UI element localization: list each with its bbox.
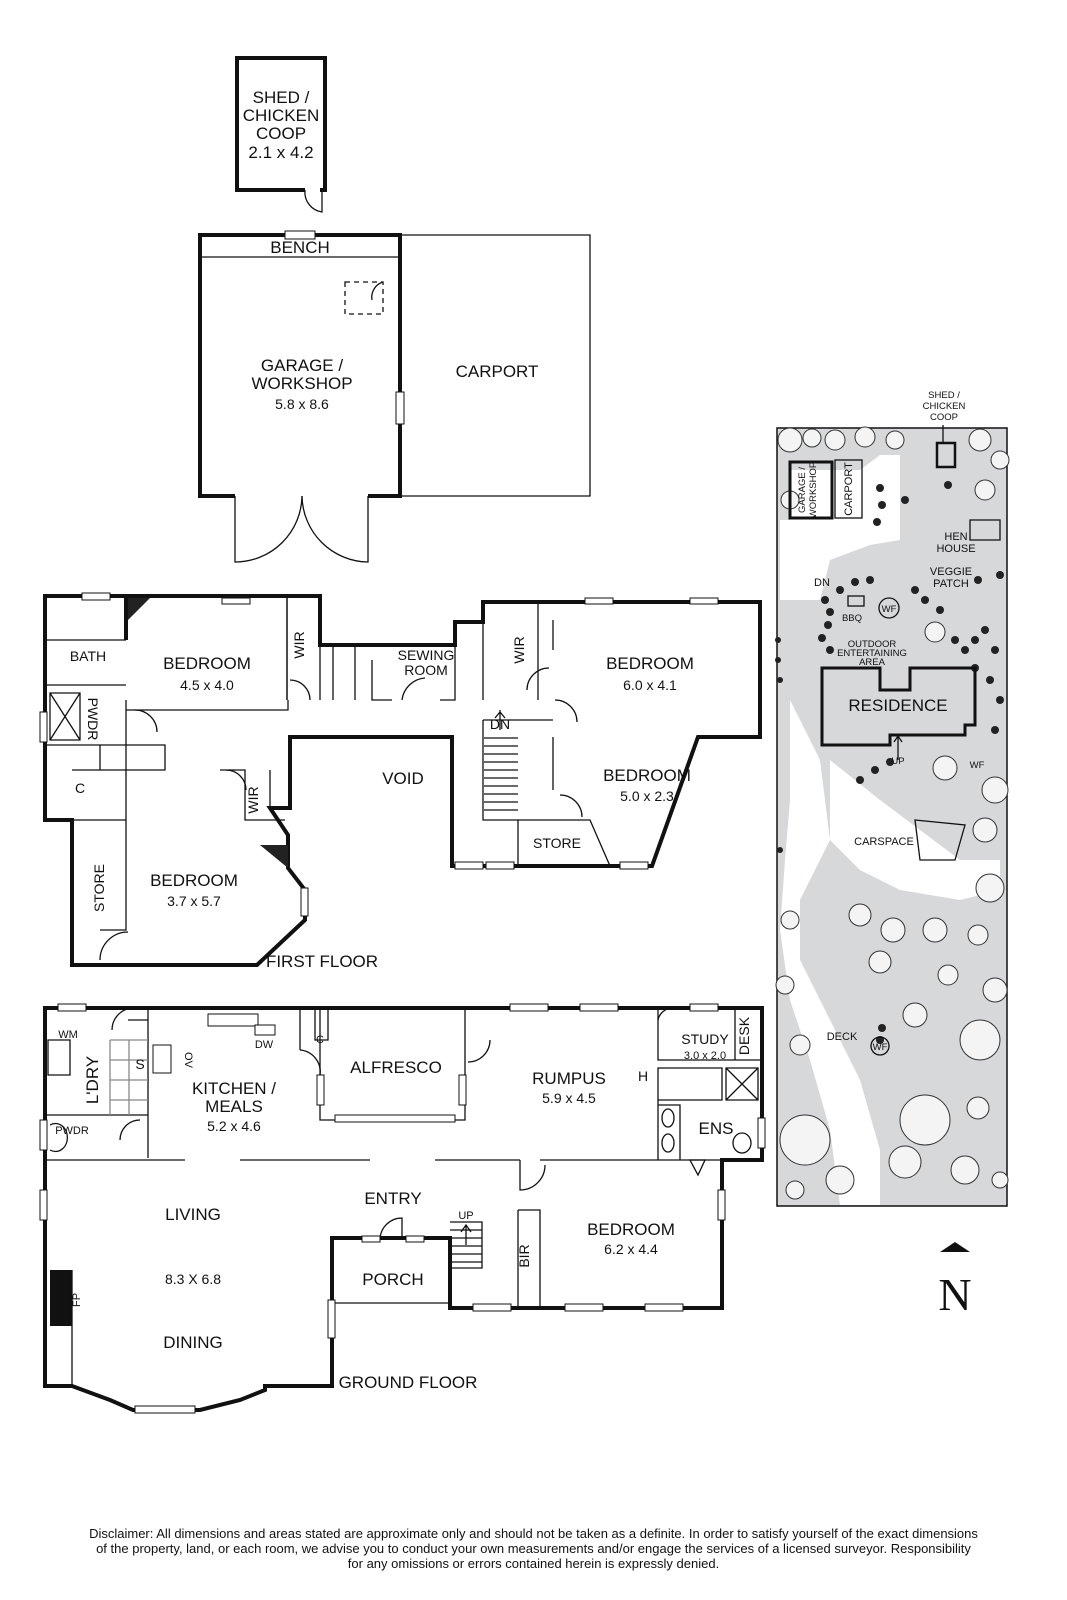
site-deck: DECK <box>827 1031 858 1043</box>
ff-bedroom3-name: BEDROOM <box>603 766 691 785</box>
site-wf-2: WF <box>970 760 985 771</box>
site-dn: DN <box>814 577 830 589</box>
disclaimer-line-3: for any omissions or errors contained he… <box>347 1556 720 1571</box>
ff-store1: STORE <box>533 835 581 851</box>
gf-bedroom-size: 6.2 x 4.4 <box>604 1241 658 1257</box>
shed-label-3: COOP <box>256 124 306 143</box>
gf-s: S <box>135 1056 144 1072</box>
garage-label-2: WORKSHOP <box>251 374 352 393</box>
site-wf-3: WF <box>873 1042 888 1053</box>
gf-porch: PORCH <box>362 1270 423 1289</box>
first-floor-stair <box>484 710 518 811</box>
ff-wir2: WIR <box>511 636 527 663</box>
gf-dw: DW <box>255 1039 274 1051</box>
ff-bath: BATH <box>70 648 106 664</box>
site-carspace: CARSPACE <box>854 836 914 848</box>
gf-fp: FP <box>71 1293 83 1307</box>
gf-h: H <box>638 1068 648 1084</box>
shed-chicken-coop: SHED / CHICKEN COOP 2.1 x 4.2 <box>235 56 327 213</box>
bench-label: BENCH <box>270 238 330 257</box>
gf-desk: DESK <box>736 1016 752 1055</box>
site-shed-2: CHICKEN <box>923 401 966 412</box>
site-outdoor-1: OUTDOOR <box>848 639 897 650</box>
site-shed-3: COOP <box>930 412 958 423</box>
gf-rumpus-size: 5.9 x 4.5 <box>542 1090 596 1106</box>
gf-wm: WM <box>58 1029 78 1041</box>
gf-dining: DINING <box>163 1333 223 1352</box>
ff-bedroom4-name: BEDROOM <box>150 871 238 890</box>
ff-bedroom2-name: BEDROOM <box>606 654 694 673</box>
carport: CARPORT <box>400 234 591 497</box>
gf-bir: BIR <box>516 1244 532 1267</box>
site-trees <box>775 426 1010 1200</box>
gf-ov: OV <box>182 1052 194 1069</box>
gf-c: C <box>316 1034 324 1046</box>
garage-workshop: BENCH GARAGE / WORKSHOP 5.8 x 8.6 <box>198 230 405 563</box>
site-plan: SHED / CHICKEN COOP GARAGE / WORKSHOP CA… <box>775 390 1010 1207</box>
carport-label: CARPORT <box>456 362 539 381</box>
shed-size: 2.1 x 4.2 <box>248 143 313 162</box>
ff-wir3: WIR <box>245 786 261 813</box>
north-arrow-icon: N <box>938 1242 972 1320</box>
ff-dn: DN <box>490 716 510 732</box>
shed-label-2: CHICKEN <box>243 106 320 125</box>
ff-bedroom1-name: BEDROOM <box>163 654 251 673</box>
site-veggie-2: PATCH <box>933 578 969 590</box>
site-residence: RESIDENCE <box>848 696 947 715</box>
site-garage-1: GARAGE / <box>797 467 808 513</box>
ff-c: C <box>75 780 85 796</box>
gf-pwdr: PWDR <box>55 1125 89 1137</box>
site-hen-2: HOUSE <box>936 543 975 555</box>
gf-alfresco: ALFRESCO <box>350 1058 442 1077</box>
gf-up: UP <box>458 1210 473 1222</box>
gf-bedroom-name: BEDROOM <box>587 1220 675 1239</box>
ff-void: VOID <box>382 769 424 788</box>
gf-living-size: 8.3 X 6.8 <box>165 1271 221 1287</box>
ff-sewing-2: ROOM <box>404 662 448 678</box>
shed-label-1: SHED / <box>253 88 310 107</box>
ground-floor-title: GROUND FLOOR <box>339 1373 478 1392</box>
ff-pwdr: PWDR <box>85 698 101 741</box>
ff-bedroom4-size: 3.7 x 5.7 <box>167 893 221 909</box>
site-wf-1: WF <box>882 604 897 615</box>
site-outdoor-2: ENTERTAINING <box>837 648 907 659</box>
garage-label-1: GARAGE / <box>261 356 343 375</box>
compass-label: N <box>938 1269 971 1320</box>
ground-floor: WM L'DRY S OV DW C KITCHEN / MEALS 5.2 x… <box>39 1003 766 1414</box>
ff-sewing-1: SEWING <box>398 647 455 663</box>
ff-bedroom2-size: 6.0 x 4.1 <box>623 677 677 693</box>
ff-store2: STORE <box>91 864 107 912</box>
site-shed-1: SHED / <box>928 390 960 401</box>
disclaimer-line-2: of the property, land, or each room, we … <box>96 1541 971 1556</box>
gf-kitchen-1: KITCHEN / <box>192 1079 276 1098</box>
site-carport: CARPORT <box>843 462 855 516</box>
site-bbq: BBQ <box>842 613 862 624</box>
disclaimer: Disclaimer: All dimensions and areas sta… <box>0 1526 1067 1571</box>
gf-study-size: 3.0 x 2.0 <box>684 1050 726 1062</box>
ff-bedroom3-size: 5.0 x 2.3 <box>620 788 674 804</box>
gf-study-name: STUDY <box>681 1031 729 1047</box>
ff-wir1: WIR <box>291 631 307 658</box>
gf-rumpus-name: RUMPUS <box>532 1069 606 1088</box>
site-outdoor-3: AREA <box>859 657 886 668</box>
gf-living: LIVING <box>165 1205 221 1224</box>
site-up: UP <box>891 756 904 767</box>
gf-entry: ENTRY <box>364 1189 421 1208</box>
disclaimer-line-1: Disclaimer: All dimensions and areas sta… <box>89 1526 978 1541</box>
ff-bedroom1-size: 4.5 x 4.0 <box>180 677 234 693</box>
gf-kitchen-2: MEALS <box>205 1097 263 1116</box>
site-hen-1: HEN <box>944 531 967 543</box>
gf-kitchen-size: 5.2 x 4.6 <box>207 1118 261 1134</box>
gf-ens: ENS <box>699 1119 734 1138</box>
first-floor: BATH PWDR C BEDROOM 4.5 x 4.0 WIR SEWING… <box>39 592 762 971</box>
first-floor-title: FIRST FLOOR <box>266 952 378 971</box>
gf-ldry: L'DRY <box>83 1056 102 1104</box>
garage-size: 5.8 x 8.6 <box>275 396 329 412</box>
ground-floor-stair <box>450 1221 483 1269</box>
site-veggie-1: VEGGIE <box>930 566 972 578</box>
site-garage-2: WORKSHOP <box>808 462 819 518</box>
